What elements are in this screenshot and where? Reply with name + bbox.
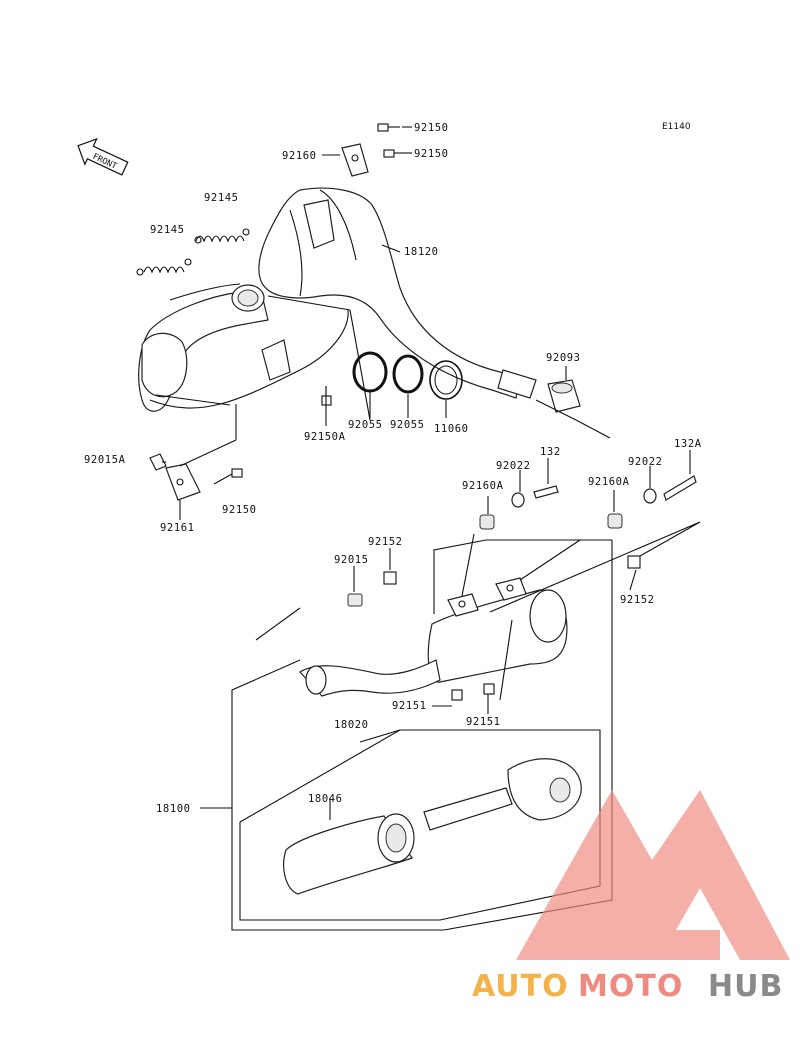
callout-18046: 18046 [308, 793, 343, 805]
callout-132a: 132A [674, 438, 702, 450]
callout-92022-b: 92022 [628, 456, 663, 468]
callout-labels: 92150 92160 92150 92145 92145 18120 9209… [84, 122, 702, 815]
callout-92150a: 92150A [304, 431, 346, 443]
callout-92160: 92160 [282, 150, 317, 162]
watermark-logo [516, 790, 790, 960]
bolt-92150-c [213, 468, 243, 485]
callout-92093: 92093 [546, 352, 581, 364]
callout-92150-c: 92150 [222, 504, 257, 516]
bolt-92151-a [451, 689, 463, 701]
bracket-92160 [341, 143, 369, 177]
callout-92161: 92161 [160, 522, 195, 534]
damper-92160a-b [607, 513, 623, 529]
washer-92022-b [643, 488, 657, 504]
watermark-word-hub: HUB [708, 969, 783, 1004]
grommet-92093 [547, 379, 581, 413]
callout-92145-b: 92145 [150, 224, 185, 236]
collar-92152-b [627, 555, 641, 569]
core-18020 [423, 758, 582, 831]
callout-92015a: 92015A [84, 454, 126, 466]
spring-92145-a [194, 228, 250, 244]
callout-18120: 18120 [404, 246, 439, 258]
callout-18020: 18020 [334, 719, 369, 731]
washer-92022-a [511, 492, 525, 508]
callout-92022-a: 92022 [496, 460, 531, 472]
callout-92151-a: 92151 [392, 700, 427, 712]
bolt-92150-b [383, 149, 402, 158]
callout-92150-a: 92150 [414, 122, 449, 134]
watermark-triangle-icon [516, 790, 790, 960]
watermark-word-auto: AUTO [472, 969, 569, 1004]
bolt-92151-b [483, 683, 495, 695]
bolt-132a [663, 475, 697, 501]
packing-18046 [283, 813, 415, 895]
callout-92145-a: 92145 [204, 192, 239, 204]
callout-92151-b: 92151 [466, 716, 501, 728]
callout-92055-b: 92055 [390, 419, 425, 431]
watermark-word-moto: MOTO [578, 969, 683, 1004]
gasket-92055-a [352, 351, 388, 393]
callout-92160a-a: 92160A [462, 480, 504, 492]
bolt-132 [533, 485, 559, 499]
front-arrow-icon: FRONT [77, 137, 129, 176]
callout-92055-a: 92055 [348, 419, 383, 431]
header-pipe-18120 [138, 187, 537, 412]
gasket-92055-b [392, 354, 424, 394]
nut-92015 [347, 593, 363, 607]
callout-92152-a: 92152 [368, 536, 403, 548]
callout-132: 132 [540, 446, 561, 458]
diagram-code: E1140 [662, 122, 691, 132]
damper-92160a-a [479, 514, 495, 530]
nut-92015a [149, 453, 167, 471]
callout-92152-b: 92152 [620, 594, 655, 606]
callout-92160a-b: 92160A [588, 476, 630, 488]
callout-92015: 92015 [334, 554, 369, 566]
callout-18100: 18100 [156, 803, 191, 815]
spring-92145-b [136, 258, 192, 276]
gasket-11060 [429, 360, 463, 400]
callout-92150-b: 92150 [414, 148, 449, 160]
silencer-18100 [299, 577, 568, 697]
callout-11060: 11060 [434, 423, 469, 435]
bolt-92150-a [377, 123, 400, 132]
collar-92152-a [383, 571, 397, 585]
